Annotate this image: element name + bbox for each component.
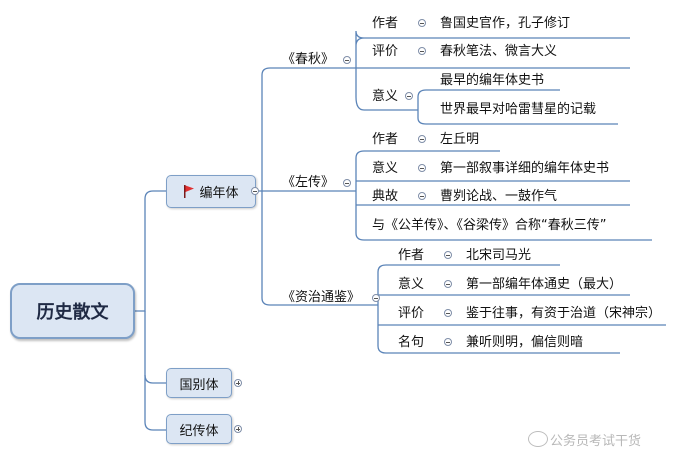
collapse-zizhitongjian-icon[interactable] <box>372 294 380 302</box>
zuozhuan-meaning-value: 第一部叙事详细的编年体史书 <box>440 161 610 176</box>
zuozhuan-author-key: 作者 <box>372 132 399 147</box>
collapse-zizhi-eval-icon[interactable] <box>444 309 452 317</box>
chunqiu-author-value: 鲁国史官作，孔子修订 <box>440 16 571 31</box>
branch-guobie[interactable]: 国别体 <box>166 368 232 398</box>
weibo-logo-icon <box>528 431 548 447</box>
link-chunqiu-items <box>355 30 630 111</box>
link-root-biannian <box>135 190 166 312</box>
zizhi-quote-key: 名句 <box>398 335 425 350</box>
collapse-zuozhuan-meaning-icon[interactable] <box>418 164 426 172</box>
collapse-zizhi-quote-icon[interactable] <box>444 338 452 346</box>
zuozhuan-meaning-key: 意义 <box>372 161 399 176</box>
collapse-chunqiu-eval-icon[interactable] <box>418 47 426 55</box>
root-label: 历史散文 <box>36 302 109 323</box>
expand-zhuanji-icon[interactable] <box>234 425 242 433</box>
link-chunqiu-yiyi <box>417 89 618 125</box>
branch-biannian[interactable]: 编年体 <box>166 175 256 208</box>
collapse-zuozhuan-icon[interactable] <box>343 179 351 187</box>
collapse-zizhi-meaning-icon[interactable] <box>444 280 452 288</box>
chunqiu-meaning-value-1: 最早的编年体史书 <box>440 73 545 88</box>
branch-zhuanji[interactable]: 纪传体 <box>166 414 232 444</box>
collapse-biannian-icon[interactable] <box>251 187 259 195</box>
collapse-chunqiu-author-icon[interactable] <box>418 19 426 27</box>
zizhi-eval-value: 鉴于往事，有资于治道（宋神宗） <box>466 306 662 321</box>
book-zuozhuan[interactable]: 《左传》 <box>282 175 335 190</box>
chunqiu-eval-key: 评价 <box>372 44 399 59</box>
branch-guobie-label: 国别体 <box>179 377 219 393</box>
watermark-text: 公务员考试干货 <box>550 434 642 449</box>
link-zuozhuan-items <box>355 150 652 241</box>
link-root-zhuanji <box>144 375 166 431</box>
link-biannian-chunqiu <box>256 67 356 192</box>
zizhi-quote-value: 兼听则明，偏信则暗 <box>466 335 584 350</box>
zizhi-eval-key: 评价 <box>398 306 425 321</box>
collapse-zuozhuan-allusion-icon[interactable] <box>418 192 426 200</box>
zuozhuan-allusion-value: 曹刿论战、一鼓作气 <box>440 189 558 204</box>
zuozhuan-three-commentaries: 与《公羊传》、《谷梁传》合称“春秋三传” <box>372 218 607 233</box>
book-zizhitongjian[interactable]: 《资治通鉴》 <box>282 290 361 305</box>
zizhi-author-key: 作者 <box>398 248 425 263</box>
red-flag-icon <box>184 185 195 198</box>
zizhi-meaning-key: 意义 <box>398 277 425 292</box>
chunqiu-author-key: 作者 <box>372 16 399 31</box>
link-root-guobie <box>144 311 166 384</box>
chunqiu-meaning-value-2: 世界最早对哈雷彗星的记载 <box>440 102 597 117</box>
collapse-zizhi-author-icon[interactable] <box>444 251 452 259</box>
collapse-chunqiu-icon[interactable] <box>343 56 351 64</box>
collapse-zuozhuan-author-icon[interactable] <box>418 135 426 143</box>
chunqiu-eval-value: 春秋笔法、微言大义 <box>440 44 558 59</box>
expand-guobie-icon[interactable] <box>234 379 242 387</box>
root-node[interactable]: 历史散文 <box>10 283 135 339</box>
link-biannian-zizhi <box>261 191 378 306</box>
zizhi-meaning-value: 第一部编年体通史（最大） <box>466 277 623 292</box>
watermark: 公务员考试干货 <box>528 430 641 449</box>
collapse-chunqiu-meaning-icon[interactable] <box>405 92 413 100</box>
branch-zhuanji-label: 纪传体 <box>179 423 219 439</box>
zizhi-author-value: 北宋司马光 <box>466 248 532 263</box>
book-chunqiu[interactable]: 《春秋》 <box>282 52 335 67</box>
chunqiu-meaning-key: 意义 <box>372 89 399 104</box>
zuozhuan-allusion-key: 典故 <box>372 189 399 204</box>
zuozhuan-author-value: 左丘明 <box>440 132 480 147</box>
branch-biannian-label: 编年体 <box>199 186 239 201</box>
link-zizhi-items <box>377 264 666 354</box>
